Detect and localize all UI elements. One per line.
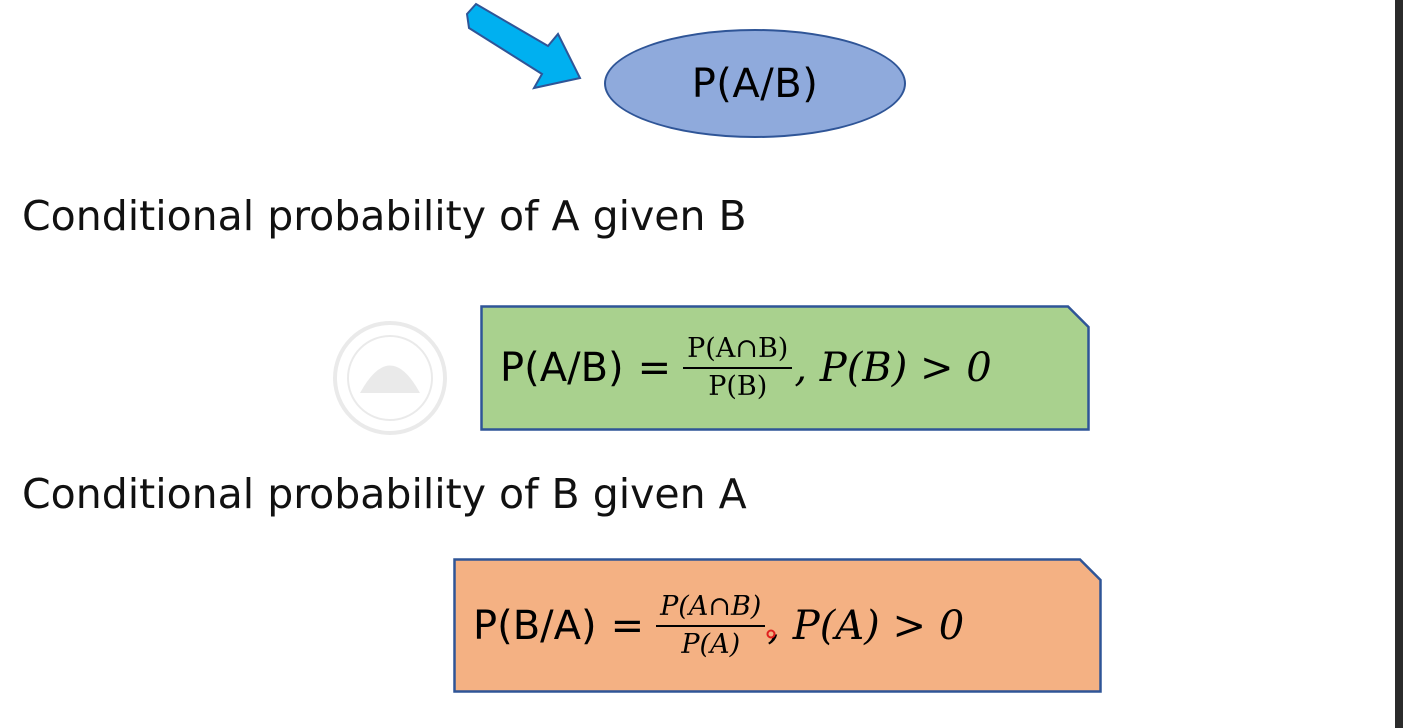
- fraction-numerator: P(A∩B): [656, 592, 766, 627]
- formula-b-given-a: P(B/A) = P(A∩B) P(A) , P(A) > 0: [473, 574, 964, 678]
- formula-a-given-b: P(A/B) = P(A∩B) P(B) , P(B) > 0: [500, 317, 992, 419]
- arrow-right-down-icon: [465, 2, 582, 90]
- conditional-probability-ellipse: P(A/B): [604, 29, 906, 138]
- fraction: P(A∩B) P(B): [683, 334, 793, 402]
- formula-condition: , P(A) > 0: [767, 603, 965, 649]
- formula-box-a-given-b: P(A/B) = P(A∩B) P(B) , P(B) > 0: [480, 305, 1090, 431]
- equals-sign: =: [637, 345, 672, 391]
- formula-condition: , P(B) > 0: [794, 345, 992, 391]
- watermark-logo: [333, 321, 447, 435]
- fraction: P(A∩B) P(A): [656, 592, 766, 660]
- heading-a-given-b: Conditional probability of A given B: [22, 192, 747, 240]
- fraction-denominator: P(B): [708, 371, 768, 402]
- formula-lhs: P(B/A): [473, 603, 597, 649]
- fraction-numerator: P(A∩B): [683, 334, 793, 369]
- formula-lhs: P(A/B): [500, 345, 624, 391]
- window-edge: [1395, 0, 1403, 728]
- heading-b-given-a: Conditional probability of B given A: [22, 470, 747, 518]
- equals-sign: =: [610, 603, 645, 649]
- ellipse-label: P(A/B): [691, 60, 819, 107]
- formula-box-b-given-a: P(B/A) = P(A∩B) P(A) , P(A) > 0: [453, 558, 1102, 693]
- laser-pointer-icon: [766, 629, 776, 639]
- fraction-denominator: P(A): [681, 629, 741, 660]
